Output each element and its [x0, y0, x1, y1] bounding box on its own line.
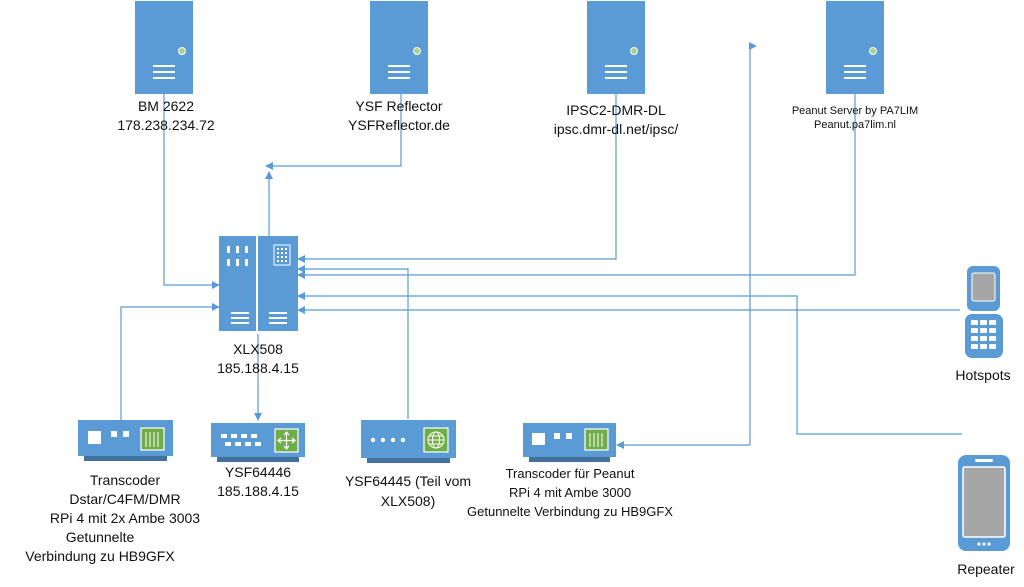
label-hotspots: Hotspots [955, 367, 1011, 383]
ipsc-name: IPSC2-DMR-DL [566, 102, 666, 118]
server-ipsc-icon [587, 1, 645, 99]
xlx508-switch-icon [219, 236, 298, 336]
ysf64446-address: 185.188.4.15 [217, 483, 299, 499]
ysf64445-line-2: XLX508) [380, 493, 436, 509]
peanut-transcoder-line-3: Getunnelte Verbindung zu HB9GFX [467, 504, 673, 519]
ipsc-address: ipsc.dmr-dl.net/ipsc/ [553, 121, 679, 137]
link-ysf64445-xlx [297, 265, 409, 419]
transcoder-line-4: Getunnelte [65, 529, 135, 545]
server-bm-icon [135, 1, 193, 99]
link-bm-xlx [163, 94, 220, 289]
repeater-icon [958, 455, 1010, 556]
link-peanut-xlx [297, 94, 856, 279]
bm-address: 178.238.234.72 [117, 117, 215, 133]
ysf64446-device-icon [211, 423, 305, 468]
label-ysf64446: YSF64446 185.188.4.15 [208, 463, 308, 501]
ysf64446-name: YSF64446 [224, 464, 292, 480]
link-ipsc-xlx [297, 94, 617, 263]
peanut-transcoder-line-2: RPi 4 mit Ambe 3000 [508, 485, 632, 500]
label-bm: BM 2622 178.238.234.72 [104, 97, 228, 135]
transcoder-line-3: RPi 4 mit 2x Ambe 3003 [49, 510, 201, 526]
transcoder-device-icon [78, 420, 173, 467]
server-ysf-reflector-icon [370, 1, 428, 99]
peanut-transcoder-line-1: Transcoder für Peanut [505, 466, 635, 481]
xlx508-address: 185.188.4.15 [217, 360, 299, 376]
ysf-reflector-name: YSF Reflector [355, 98, 443, 114]
label-repeater: Repeater [957, 561, 1015, 577]
label-xlx508: XLX508 185.188.4.15 [208, 340, 308, 378]
label-transcoder: Transcoder Dstar/C4FM/DMR RPi 4 mit 2x A… [25, 471, 220, 566]
label-peanut: Peanut Server by PA7LIM Peanut.pa7lim.nl [780, 104, 930, 132]
ysf-reflector-address: YSFReflector.de [348, 117, 450, 133]
peanut-name: Peanut Server by PA7LIM [791, 105, 919, 117]
peanut-transcoder-device-icon [523, 423, 616, 468]
transcoder-line-2: Dstar/C4FM/DMR [69, 491, 181, 507]
ysf64445-device-icon [361, 420, 456, 469]
link-peanut-transcoder [749, 42, 757, 445]
link-repeater-xlx [297, 292, 962, 435]
bm-name: BM 2622 [137, 98, 195, 114]
link-ysf-reflector [265, 94, 402, 170]
transcoder-line-5: Verbindung zu HB9GFX [25, 548, 175, 564]
label-ysf64445: YSF64445 (Teil vom XLX508) [333, 471, 483, 511]
xlx508-name: XLX508 [233, 341, 283, 357]
transcoder-line-1: Transcoder [89, 472, 161, 488]
hotspots-icon [965, 266, 1003, 363]
peanut-address: Peanut.pa7lim.nl [814, 119, 896, 131]
label-ipsc: IPSC2-DMR-DL ipsc.dmr-dl.net/ipsc/ [538, 101, 694, 139]
link-transcoder-xlx [120, 303, 220, 420]
label-peanut-transcoder: Transcoder für Peanut RPi 4 mit Ambe 300… [450, 464, 690, 521]
server-peanut-icon [826, 1, 884, 99]
label-ysf-reflector: YSF Reflector YSFReflector.de [334, 97, 464, 135]
ysf64445-line-1: YSF64445 (Teil vom [344, 473, 472, 489]
